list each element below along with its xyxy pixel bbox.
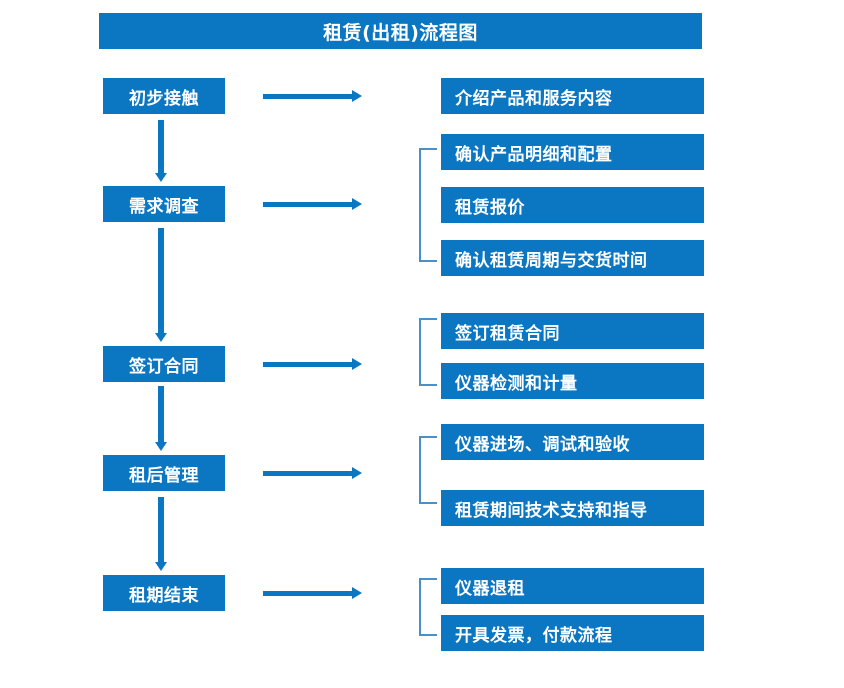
right-arrow-icon-4 <box>263 467 362 479</box>
group-bracket-icon-租期结束 <box>419 578 437 636</box>
right-arrow-icon-3 <box>263 358 362 370</box>
stage-box-租期结束[interactable]: 租期结束 <box>103 575 225 611</box>
stage-box-租后管理[interactable]: 租后管理 <box>103 455 225 491</box>
detail-box-租赁报价[interactable]: 租赁报价 <box>441 187 704 223</box>
detail-box-仪器检测和计量[interactable]: 仪器检测和计量 <box>441 363 704 399</box>
right-arrow-icon-5 <box>263 587 362 599</box>
group-bracket-icon-需求调查 <box>419 148 437 262</box>
stage-box-初步接触[interactable]: 初步接触 <box>103 78 225 114</box>
right-arrow-icon-2 <box>263 198 362 210</box>
detail-box-确认租赁周期与交货时间[interactable]: 确认租赁周期与交货时间 <box>441 240 704 276</box>
detail-box-确认产品明细和配置[interactable]: 确认产品明细和配置 <box>441 134 704 170</box>
down-arrow-icon-3 <box>155 386 167 451</box>
down-arrow-icon-4 <box>155 497 167 571</box>
detail-box-介绍产品和服务内容[interactable]: 介绍产品和服务内容 <box>441 78 704 114</box>
group-bracket-icon-租后管理 <box>419 436 437 504</box>
right-arrow-icon-1 <box>263 90 362 102</box>
down-arrow-icon-1 <box>155 120 167 182</box>
detail-box-租赁期间技术支持和指导[interactable]: 租赁期间技术支持和指导 <box>441 490 704 526</box>
down-arrow-icon-2 <box>155 228 167 342</box>
detail-box-开具发票付款流程[interactable]: 开具发票，付款流程 <box>441 615 704 651</box>
detail-box-仪器退租[interactable]: 仪器退租 <box>441 568 704 604</box>
detail-box-签订租赁合同[interactable]: 签订租赁合同 <box>441 313 704 349</box>
stage-box-需求调查[interactable]: 需求调查 <box>103 186 225 222</box>
diagram-title: 租赁(出租)流程图 <box>99 13 702 49</box>
stage-box-签订合同[interactable]: 签订合同 <box>103 346 225 382</box>
detail-box-仪器进场调试和验收[interactable]: 仪器进场、调试和验收 <box>441 424 704 460</box>
group-bracket-icon-签订合同 <box>419 318 437 386</box>
